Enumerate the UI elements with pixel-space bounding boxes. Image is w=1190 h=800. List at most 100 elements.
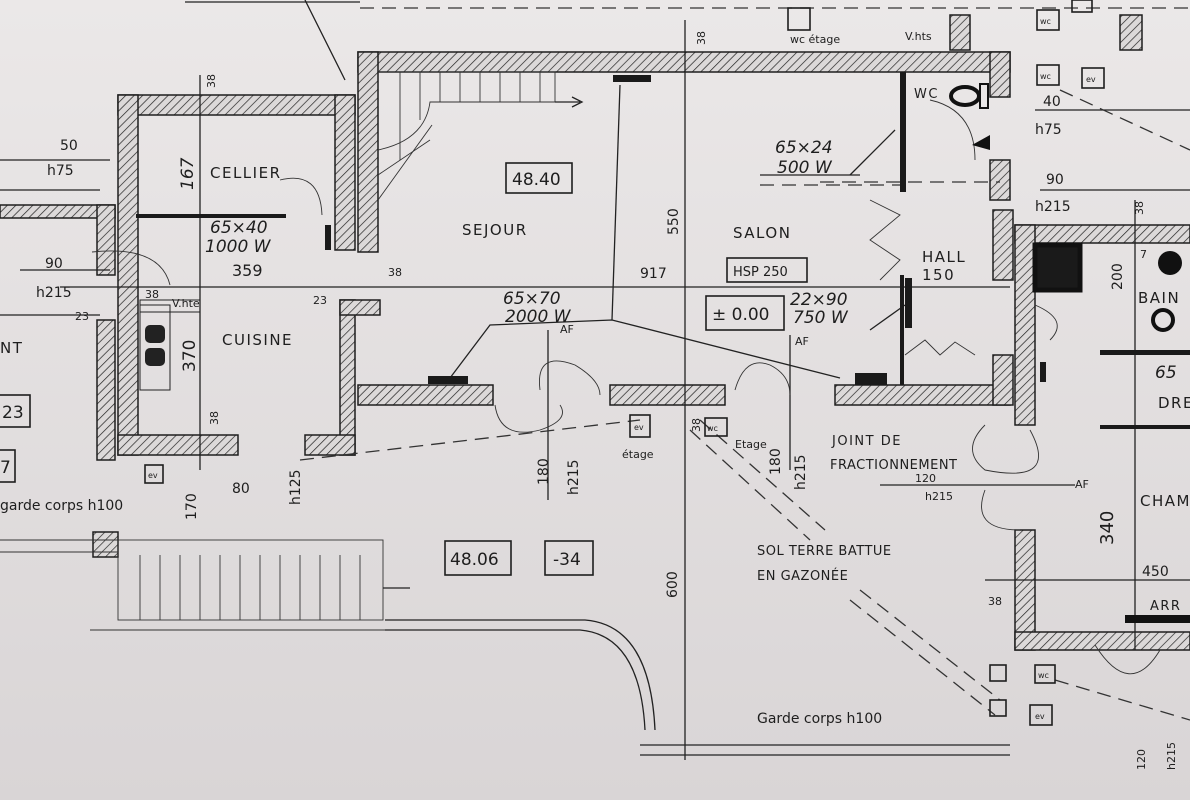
- hood: [139, 299, 201, 313]
- room-label-cuisine: CUISINE: [222, 331, 293, 349]
- doors: [91, 99, 1161, 675]
- partition-wall: [900, 72, 906, 192]
- toilet-tank: [979, 83, 989, 109]
- duct-label: wc: [1038, 671, 1049, 680]
- partition-wall: [1100, 350, 1190, 355]
- af-label: AF: [795, 335, 809, 348]
- hsp-value: HSP 250: [733, 265, 788, 280]
- dimension-90: 90: [1046, 172, 1064, 188]
- dimension-450: 450: [1142, 564, 1169, 580]
- partition-wall: [136, 214, 286, 218]
- dimension-90: 90: [45, 256, 63, 272]
- kitchen-counter: [139, 304, 171, 391]
- dimension-340: 340: [1097, 511, 1118, 545]
- room-label-hall: HALL: [922, 248, 966, 266]
- radiator-icon: [855, 373, 887, 385]
- sink-icon: [972, 135, 990, 150]
- radiator-size: 22×90: [790, 290, 848, 310]
- level-marker-zero: ± 0.00: [705, 295, 785, 331]
- dimension-h215: h215: [925, 490, 953, 503]
- dimension-359: 359: [232, 261, 263, 280]
- duct-label: wc: [1040, 17, 1051, 26]
- radiator-power: 1000 W: [205, 237, 272, 257]
- dimension-38: 38: [145, 288, 159, 301]
- dimension-7: 7: [1140, 248, 1147, 261]
- dimension-h125: h125: [288, 469, 304, 505]
- level-marker-left-2: 7: [0, 449, 16, 483]
- vent-label: V.hte: [172, 297, 200, 310]
- shower-icon: [1032, 242, 1083, 293]
- dimension-labels: 917 550 370 167 359 600 180 h215 180 h21…: [36, 31, 1178, 770]
- level-value: 23: [2, 403, 24, 423]
- dimension-200: 200: [1110, 263, 1126, 290]
- dimension-38: 38: [205, 74, 218, 88]
- dimension-370: 370: [180, 340, 200, 372]
- room-label-cellier: CELLIER: [210, 164, 282, 182]
- room-label-left: NT: [0, 339, 23, 357]
- radiator-icon: [905, 278, 912, 328]
- railing-label: Garde corps h100: [757, 711, 882, 727]
- radiator-icon: [1040, 362, 1046, 382]
- level-value: 7: [0, 458, 11, 478]
- radiator-icon: [1125, 615, 1190, 623]
- vent-label: V.hts: [905, 30, 932, 43]
- dimension-23: 23: [313, 294, 327, 307]
- dimension-180: 180: [768, 448, 784, 475]
- room-label-bain: BAIN: [1138, 289, 1180, 307]
- level-value: ± 0.00: [712, 305, 770, 325]
- af-label: AF: [1075, 478, 1089, 491]
- dimension-h215: h215: [793, 454, 809, 490]
- dimension-38: 38: [1133, 201, 1146, 215]
- staircase-exterior: [0, 539, 656, 731]
- level-value: 48.06: [450, 550, 499, 570]
- dimension-h215: h215: [1035, 199, 1071, 215]
- level-marker-outside: 48.06: [444, 540, 512, 576]
- ducts: [144, 0, 1105, 726]
- duct-label: ev: [148, 471, 158, 480]
- dimension-h75: h75: [47, 163, 74, 179]
- room-label-salon: SALON: [733, 224, 791, 242]
- dimension-167: 167: [178, 157, 198, 190]
- partition-wall: [1100, 425, 1190, 429]
- partition-wall: [900, 275, 904, 385]
- radiator-size: 65×24: [775, 138, 833, 158]
- sink-icon: [145, 348, 165, 366]
- hsp-marker: HSP 250: [726, 257, 808, 283]
- arrival-label: ARR: [1150, 599, 1181, 614]
- dimension-38: 38: [988, 595, 1002, 608]
- dimension-38: 38: [695, 31, 708, 45]
- radiator-icon: [428, 376, 468, 384]
- duct-label: Etage: [735, 438, 767, 451]
- sink-icon: [145, 325, 165, 343]
- dashed-lines: [299, 7, 1190, 721]
- dimension-38: 38: [690, 418, 703, 432]
- ground-label: EN GAZONÉE: [757, 568, 848, 584]
- fixtures: [136, 72, 1190, 623]
- level-offset-outside: -34: [544, 540, 594, 576]
- duct-label: wc: [1040, 72, 1051, 81]
- room-label-chambre: CHAM: [1140, 492, 1190, 510]
- radiator-icon: [325, 225, 331, 250]
- bathtub-icon: [1158, 251, 1182, 275]
- radiator-size: 65×70: [503, 289, 561, 309]
- dimension-80: 80: [232, 481, 250, 497]
- duct-label: étage: [622, 448, 654, 461]
- room-label-sejour: SEJOUR: [462, 221, 528, 239]
- dimension-lines: [0, 0, 1190, 760]
- railing-label: garde corps h100: [0, 498, 123, 514]
- level-marker-sejour: 48.40: [505, 162, 573, 194]
- dimension-170: 170: [184, 493, 200, 520]
- radiator-icon: [613, 75, 651, 82]
- dimension-40: 40: [1043, 94, 1061, 110]
- radiator-size: 65: [1155, 363, 1177, 383]
- dimension-120: 120: [1135, 749, 1148, 770]
- room-label-dressing: DRE: [1158, 394, 1190, 412]
- duct-label: ev: [1086, 75, 1096, 84]
- dimension-23: 23: [75, 310, 89, 323]
- duct-label: ev: [634, 423, 644, 432]
- ground-label: SOL TERRE BATTUE: [757, 544, 892, 559]
- level-marker-left: 23: [0, 394, 31, 428]
- dimension-38: 38: [388, 266, 402, 279]
- radiator-power: 750 W: [793, 308, 849, 328]
